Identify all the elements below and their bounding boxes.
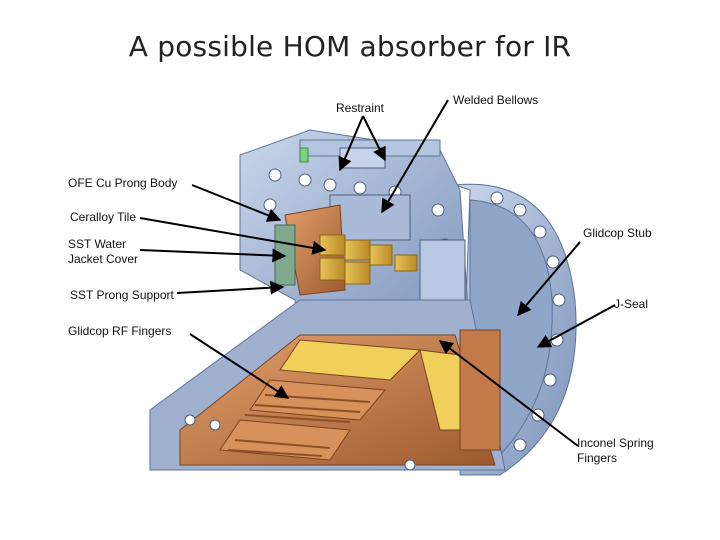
absorber-illustration — [149, 129, 577, 476]
arrow-restraint-right — [362, 115, 386, 162]
lower-bolts — [184, 414, 416, 471]
arrow-prong-body — [191, 184, 282, 222]
label-j-seal: J-Seal — [614, 297, 649, 311]
arrow-glidcop-stub — [517, 241, 581, 317]
arrow-restraint-left — [338, 115, 364, 172]
arrow-rf-fingers — [189, 333, 290, 399]
restraint-block — [339, 147, 386, 169]
flange-bolt-holes — [490, 191, 566, 452]
green-tab — [299, 147, 309, 163]
label-glidcop-rf-fingers: Glidcop RF Fingers — [68, 324, 172, 338]
arrow-water-jacket — [139, 248, 287, 263]
ceralloy-tiles — [319, 234, 418, 285]
arrow-spring-fingers — [438, 340, 579, 447]
spring-fingers — [459, 329, 501, 451]
arrow-j-seal — [536, 304, 616, 348]
label-welded-bellows: Welded Bellows — [453, 93, 539, 107]
label-ofe-cu-prong-body: OFE Cu Prong Body — [68, 176, 178, 190]
glidcop-stub — [419, 239, 466, 301]
housing-bolts — [263, 168, 452, 252]
label-sst-water-jacket-cover: SST Water Jacket Cover — [68, 237, 139, 266]
label-restraint: Restraint — [336, 101, 385, 115]
bellows — [329, 194, 411, 241]
label-ceralloy-tile: Ceralloy Tile — [70, 210, 137, 224]
arrow-ceralloy-tile — [139, 217, 327, 255]
callout-arrows — [139, 99, 616, 447]
slide-title: A possible HOM absorber for IR — [128, 30, 572, 63]
label-sst-prong-support: SST Prong Support — [70, 288, 174, 302]
arrow-welded-bellows — [381, 99, 449, 214]
label-inconel-spring-fingers: Inconel Spring Fingers — [577, 436, 654, 465]
label-glidcop-stub: Glidcop Stub — [583, 226, 652, 240]
arrow-prong-support — [176, 280, 285, 295]
